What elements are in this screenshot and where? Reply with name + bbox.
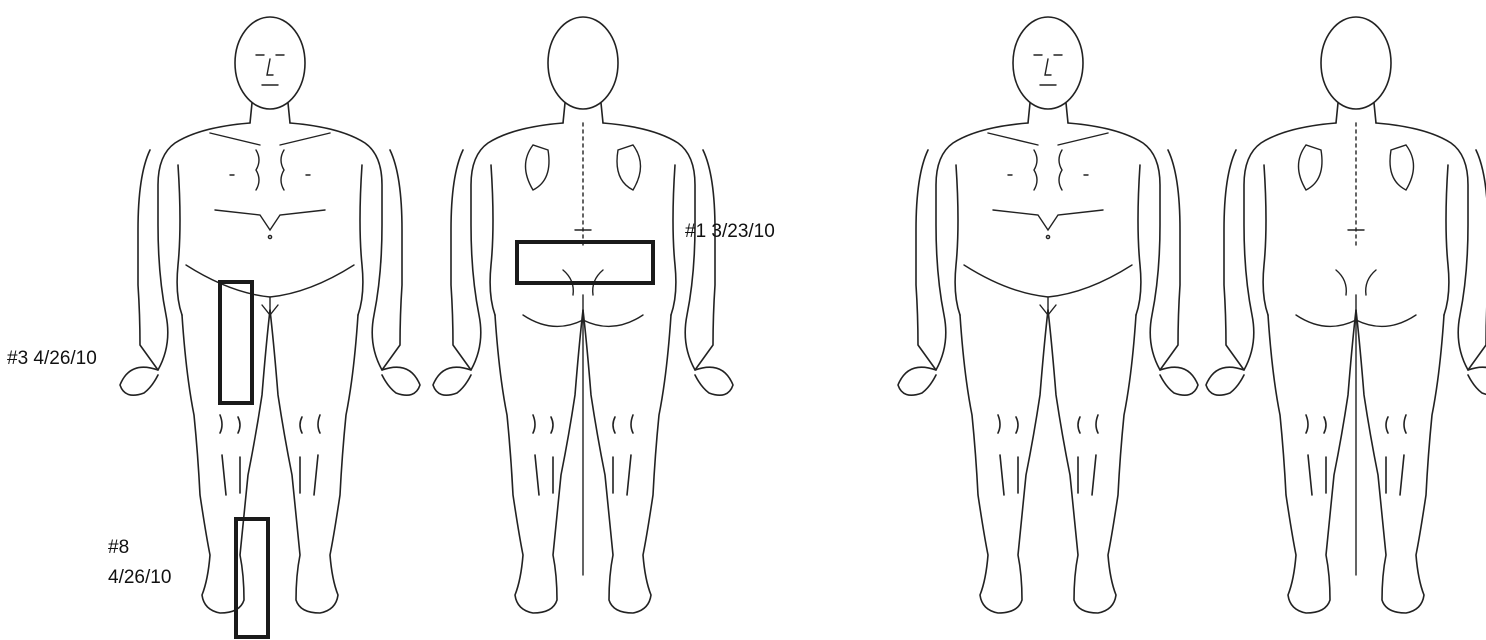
marker-box-3 xyxy=(220,282,252,403)
annotation-marker-1: #1 3/23/10 xyxy=(685,221,775,243)
back-body-figure-1 xyxy=(433,17,733,613)
annotation-marker-3: #3 4/26/10 xyxy=(7,348,97,370)
front-body-figure-2 xyxy=(898,17,1198,613)
back-body-figure-2 xyxy=(1206,17,1486,613)
marker-box-8 xyxy=(236,519,268,637)
annotation-marker-8-number: #8 xyxy=(108,537,129,559)
annotation-marker-8-date: 4/26/10 xyxy=(108,567,171,589)
marker-box-1 xyxy=(517,242,653,283)
